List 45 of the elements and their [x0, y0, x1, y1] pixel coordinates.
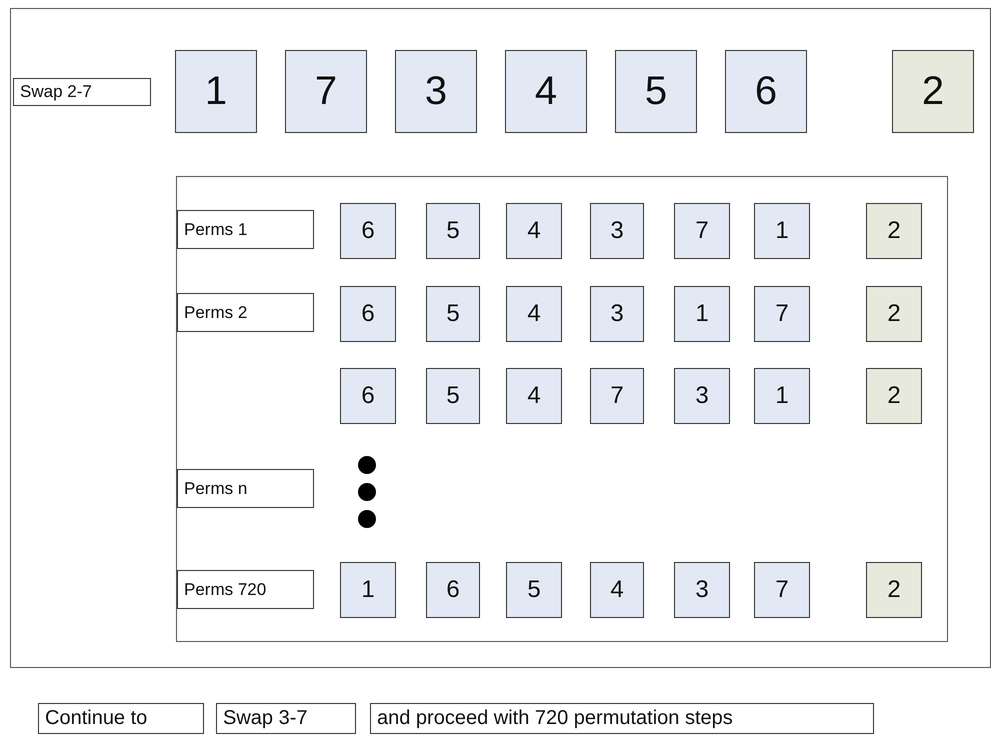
number-tile: 4 [506, 203, 562, 259]
number-tile: 6 [340, 286, 396, 342]
number-tile: 1 [674, 286, 730, 342]
number-tile: 7 [754, 286, 810, 342]
number-tile: 4 [590, 562, 644, 618]
number-tile: 7 [754, 562, 810, 618]
number-tile: 7 [590, 368, 644, 424]
row-label: Swap 2-7 [13, 78, 151, 106]
step-text: and proceed with 720 permutation steps [370, 703, 874, 734]
number-tile: 3 [590, 286, 644, 342]
step-text: Swap 3-7 [216, 703, 356, 734]
number-tile: 2 [866, 203, 922, 259]
number-tile: 1 [754, 203, 810, 259]
number-tile: 5 [506, 562, 562, 618]
number-tile: 6 [340, 368, 396, 424]
number-tile: 3 [395, 50, 477, 133]
number-tile: 3 [674, 368, 730, 424]
number-tile: 6 [426, 562, 480, 618]
number-tile: 5 [615, 50, 697, 133]
number-tile: 3 [590, 203, 644, 259]
number-tile: 4 [505, 50, 587, 133]
number-tile: 5 [426, 368, 480, 424]
row-label: Perms 2 [177, 293, 314, 332]
row-label: Perms 1 [177, 210, 314, 249]
number-tile: 3 [674, 562, 730, 618]
frame-panel [176, 176, 948, 642]
number-tile: 4 [506, 286, 562, 342]
number-tile: 1 [754, 368, 810, 424]
frame-panel [10, 8, 991, 668]
number-tile: 1 [340, 562, 396, 618]
number-tile: 2 [866, 286, 922, 342]
number-tile: 6 [340, 203, 396, 259]
number-tile: 2 [866, 368, 922, 424]
number-tile: 5 [426, 286, 480, 342]
number-tile: 6 [725, 50, 807, 133]
number-tile: 5 [426, 203, 480, 259]
number-tile: 2 [892, 50, 974, 133]
row-label: Perms n [177, 469, 314, 508]
number-tile: 1 [175, 50, 257, 133]
number-tile: 7 [674, 203, 730, 259]
number-tile: 7 [285, 50, 367, 133]
step-text: Continue to [38, 703, 204, 734]
number-tile: 4 [506, 368, 562, 424]
number-tile: 2 [866, 562, 922, 618]
row-label: Perms 720 [177, 570, 314, 609]
